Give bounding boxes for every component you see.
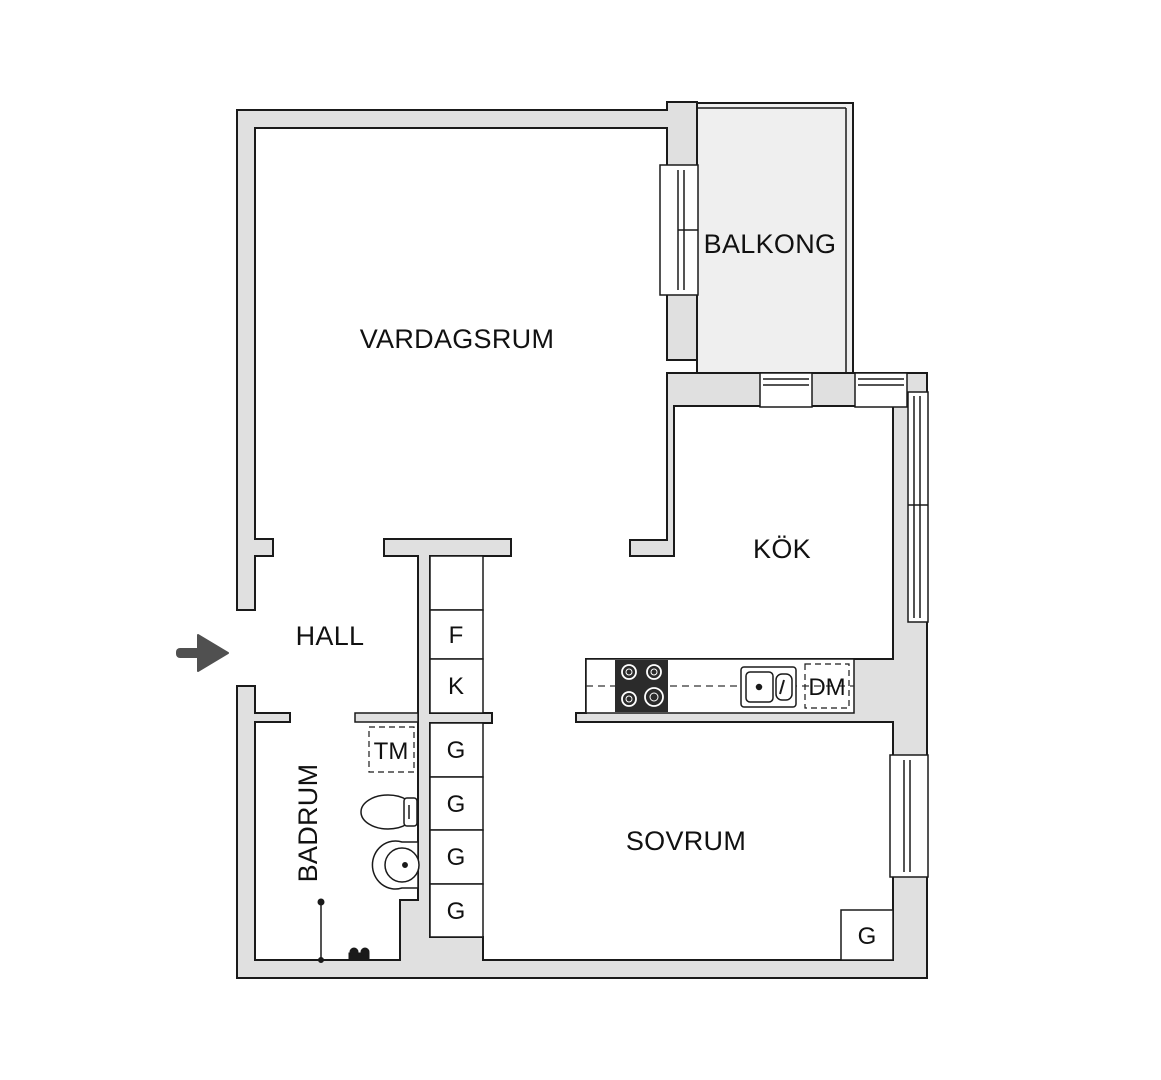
storage-blank [429,555,484,611]
room-label-badrum: BADRUM [293,764,323,883]
wardrobe-cell-1 [429,722,484,778]
wardrobe-cell-4 [429,883,484,938]
sink-icon [740,666,797,708]
wardrobe-cell-3 [429,829,484,885]
kitchen-counter [585,658,855,714]
dishwasher-outline [804,663,850,709]
bathroom-wall-segment [354,712,419,723]
window-kitchen-top-right [854,372,908,408]
wardrobe-label-3: G [447,844,466,871]
room-label-kok: KÖK [753,534,811,564]
wardrobe-label-1: G [447,737,466,764]
stove-icon [615,660,668,712]
washing-machine-outline [368,726,415,773]
balcony [696,102,854,374]
toilet-icon [360,794,418,830]
room-label-vardagsrum: VARDAGSRUM [360,324,555,354]
window-kitchen-right [907,391,929,623]
window-bedroom-right [889,754,929,878]
wardrobe-label-5: G [858,923,877,950]
windows [659,164,929,878]
fridge-label: F [449,622,464,649]
room-label-sovrum: SOVRUM [626,826,746,856]
room-label-balkong: BALKONG [704,229,837,259]
window-living-balcony [659,164,699,296]
washing-machine-label: TM [374,738,409,765]
fridge-cell [429,609,484,660]
wardrobe-column [429,555,484,938]
wardrobe-label-4: G [447,898,466,925]
window-kitchen-top-left [759,372,813,408]
room-label-hall: HALL [296,621,365,651]
washbasin-icon [371,840,420,890]
arrow-right-icon [176,634,229,672]
dishwasher-label: DM [808,674,845,701]
balcony-floor [696,102,854,374]
freezer-cell [429,658,484,714]
freezer-label: K [448,673,464,700]
bathroom-door-opening [291,712,355,723]
entrance-opening [236,611,256,685]
wardrobe-cell-2 [429,776,484,831]
shower-icon [317,898,370,963]
wardrobe-cell-5 [840,909,894,961]
wardrobe-label-2: G [447,791,466,818]
